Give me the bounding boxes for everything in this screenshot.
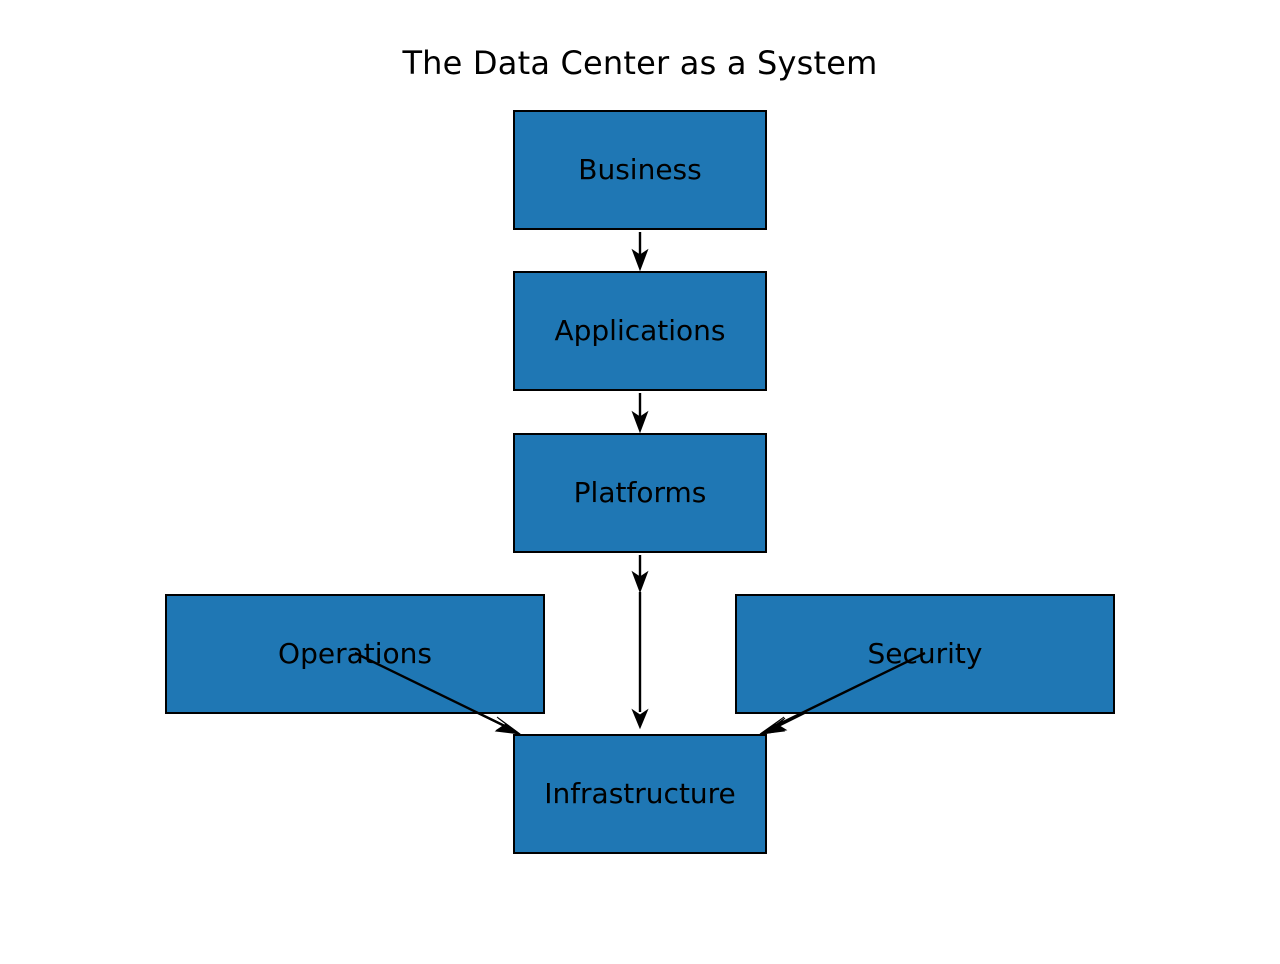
node-label-security: Security: [867, 637, 983, 670]
node-label-business: Business: [578, 153, 702, 186]
node-label-infrastructure: Infrastructure: [544, 777, 736, 810]
node-label-platforms: Platforms: [573, 476, 707, 509]
edge-applications-to-platforms: [631, 393, 649, 434]
edge-business-to-applications: [631, 232, 649, 272]
page-title: The Data Center as a System: [402, 44, 878, 82]
node-operations[interactable]: Operations: [165, 594, 545, 714]
node-platforms[interactable]: Platforms: [513, 433, 767, 553]
node-security[interactable]: Security: [735, 594, 1115, 714]
node-label-applications: Applications: [554, 314, 726, 347]
node-applications[interactable]: Applications: [513, 271, 767, 391]
edge-platforms-to-infrastructure: [631, 555, 649, 730]
node-label-operations: Operations: [278, 637, 432, 670]
node-business[interactable]: Business: [513, 110, 767, 230]
node-infrastructure[interactable]: Infrastructure: [513, 734, 767, 854]
